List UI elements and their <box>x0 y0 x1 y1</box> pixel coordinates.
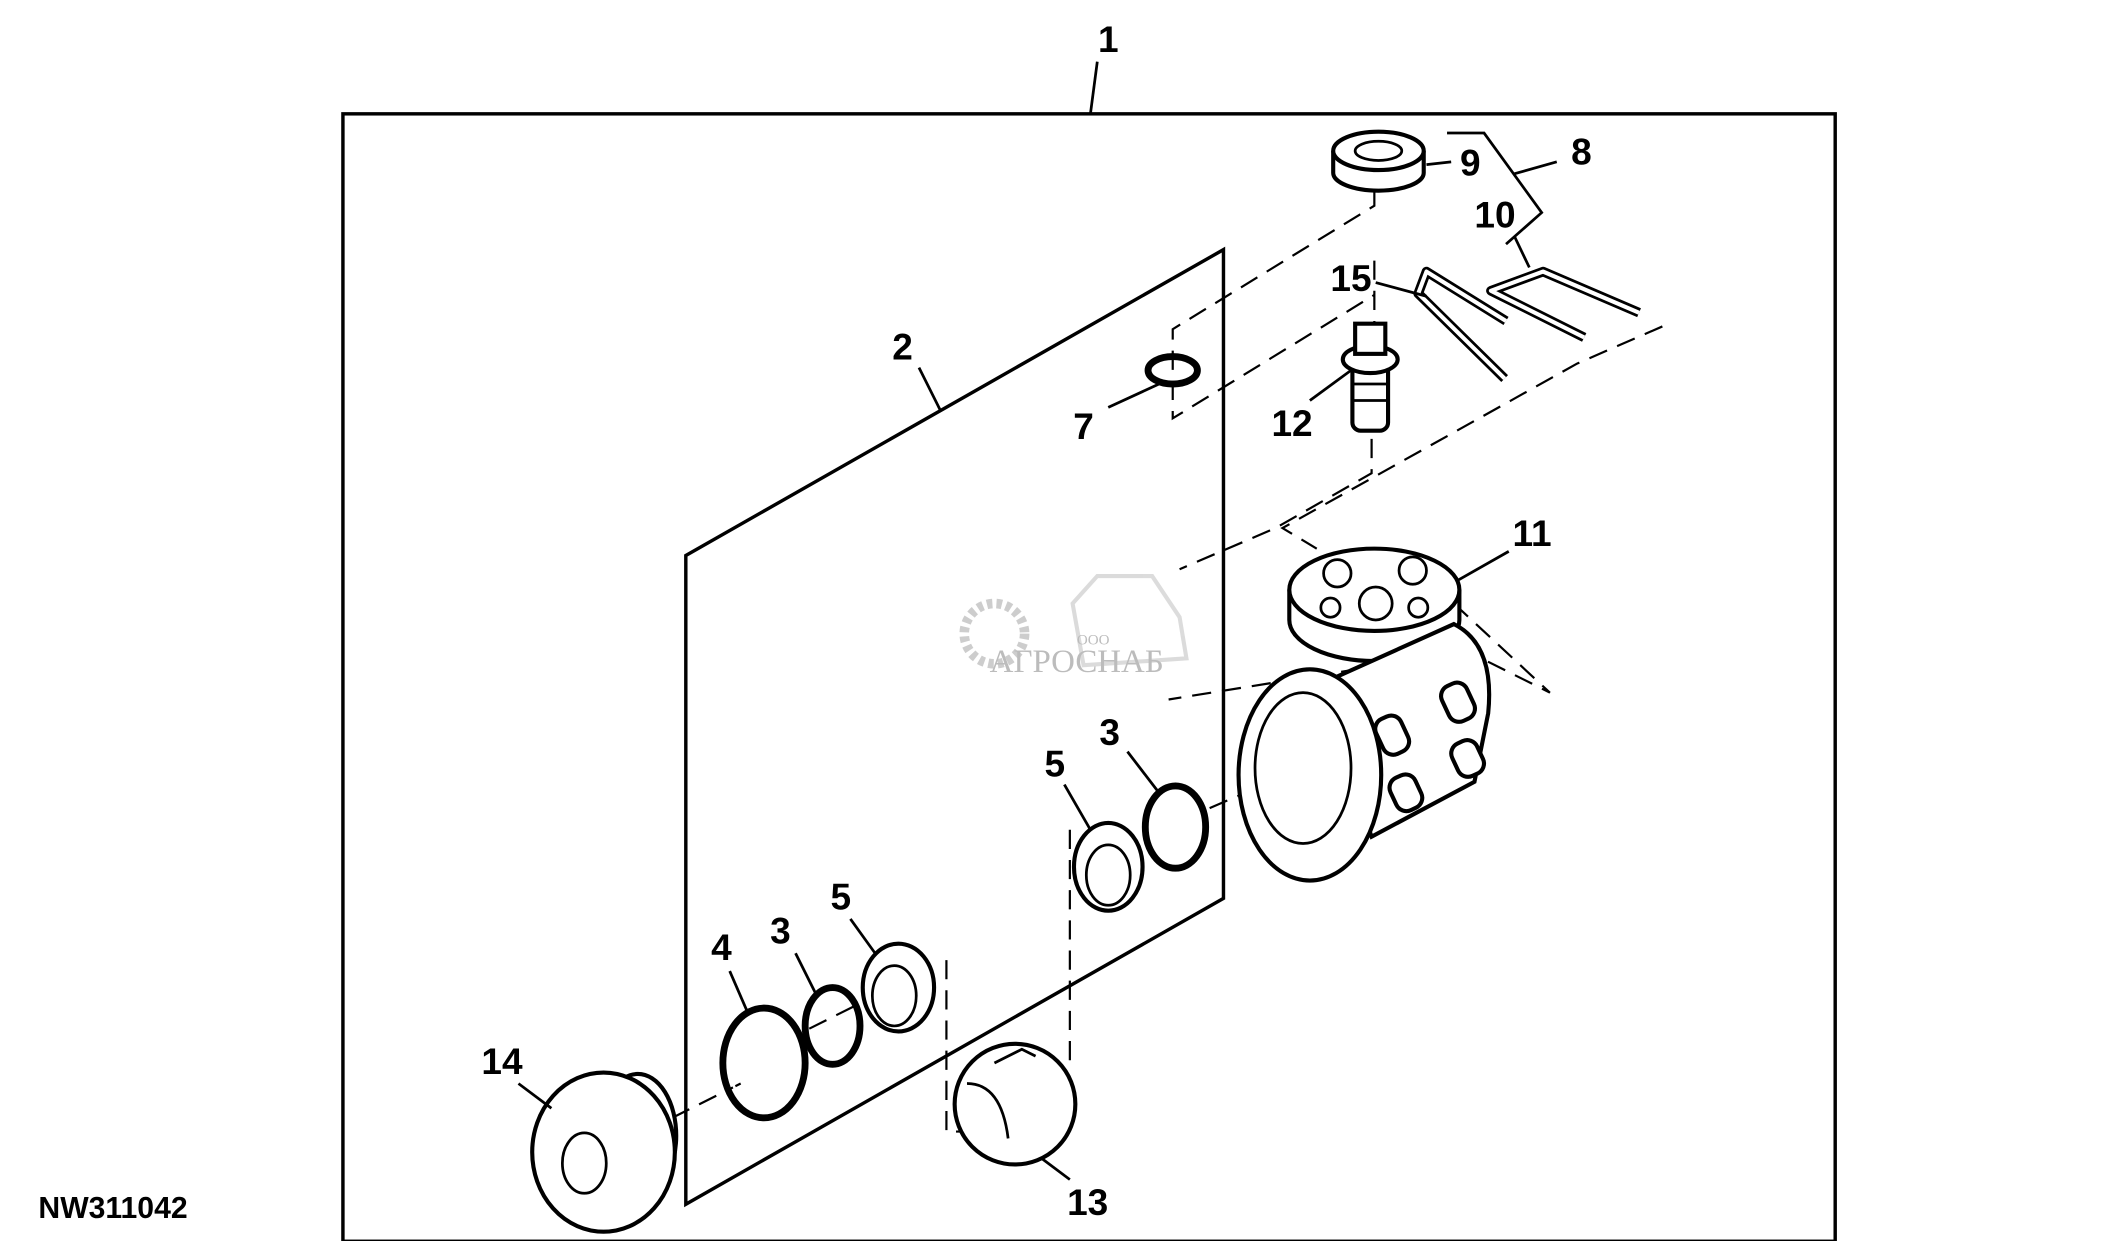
callout-14: 14 <box>481 1040 523 1082</box>
leader-8 <box>1512 160 1558 176</box>
callout-4: 4 <box>711 926 732 968</box>
part-13-ball <box>952 1041 1078 1167</box>
part-3-o-ring-b <box>801 984 864 1068</box>
part-5-seal-b <box>860 941 937 1034</box>
part-14-end-cap <box>530 1070 679 1234</box>
callout-10: 10 <box>1474 194 1515 236</box>
part-9-nut <box>1331 129 1426 193</box>
leader-1 <box>1089 61 1099 115</box>
callout-3a: 3 <box>1099 711 1120 753</box>
leader-10 <box>1513 235 1531 269</box>
watermark-logo: ООО АГРОСНАБ <box>959 574 1189 680</box>
leader-3b <box>794 952 818 996</box>
leader-3a <box>1126 750 1161 794</box>
part-4-o-ring <box>719 1004 809 1122</box>
leader-5a <box>1063 783 1092 831</box>
callout-2: 2 <box>892 325 913 367</box>
part-12-spool <box>1340 321 1400 433</box>
leader-12 <box>1309 369 1352 402</box>
part-7-o-ring <box>1144 353 1201 388</box>
callout-1: 1 <box>1098 18 1119 60</box>
callout-12: 12 <box>1271 402 1312 444</box>
leader-5b <box>849 918 877 955</box>
callout-5a: 5 <box>1044 742 1065 784</box>
watermark-name: АГРОСНАБ <box>990 644 1164 680</box>
leader-11 <box>1457 550 1510 582</box>
callout-3b: 3 <box>770 910 791 952</box>
leader-2 <box>917 366 943 413</box>
figure-code: NW311042 <box>38 1192 187 1225</box>
kit-boundary-box <box>341 112 1837 1241</box>
callout-5b: 5 <box>831 875 852 917</box>
leader-13 <box>1041 1157 1071 1181</box>
leader-15 <box>1375 281 1427 298</box>
callout-13: 13 <box>1067 1181 1108 1223</box>
leader-7 <box>1107 382 1160 409</box>
leader-14 <box>517 1082 553 1110</box>
callout-9: 9 <box>1460 142 1481 184</box>
part-3-o-ring-a <box>1141 782 1210 872</box>
callout-15: 15 <box>1330 257 1371 299</box>
callout-8: 8 <box>1571 131 1592 173</box>
leader-9 <box>1426 160 1452 166</box>
instruction-sheet-2 <box>684 246 1226 1208</box>
watermark-prefix: ООО <box>1077 633 1110 649</box>
callout-7: 7 <box>1073 405 1094 447</box>
part-5-seal-a <box>1071 820 1145 913</box>
valve-body <box>1236 621 1492 883</box>
callout-11: 11 <box>1513 512 1552 554</box>
leader-4 <box>728 970 749 1013</box>
